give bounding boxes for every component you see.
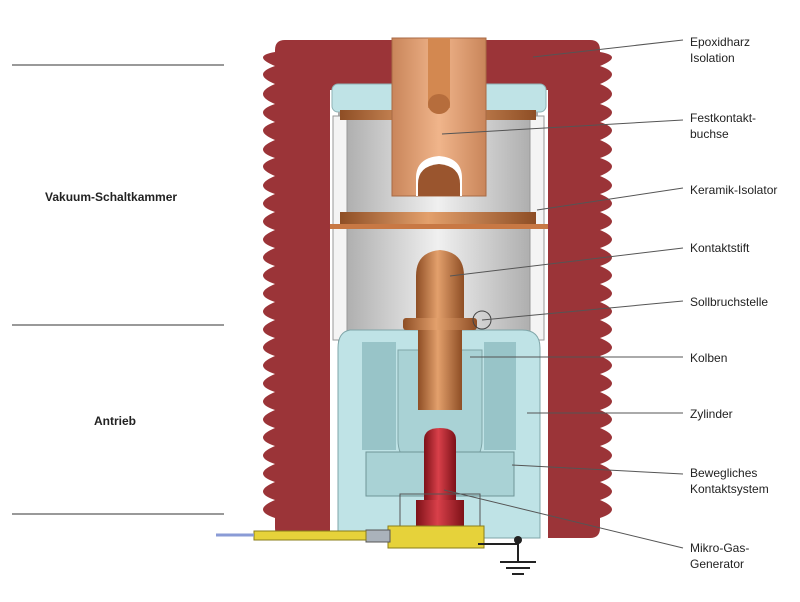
gas-generator-base (416, 500, 464, 526)
label-moving-contact-system: Bewegliches Kontaktsystem (690, 466, 769, 496)
cylinder-inner-right (484, 342, 516, 450)
fixed-contact-bushing (391, 37, 487, 197)
base-plate (387, 525, 485, 549)
leader-contact-pin (449, 247, 684, 277)
fixed-contact-rod-tip (428, 94, 450, 114)
label-micro-gas-generator: Mikro-Gas- Generator (690, 541, 750, 571)
mid-flange (330, 224, 548, 229)
epoxy-housing (263, 40, 612, 538)
fixed-contact-rod (428, 38, 450, 108)
label-epoxy-insulation: Epoxidharz Isolation (690, 35, 751, 65)
leader-epoxy (532, 39, 684, 58)
copper-ring-mid (340, 212, 536, 226)
connector-cable (253, 530, 367, 541)
section-label-vacuum-chamber: Vakuum-Schaltkammer (45, 190, 178, 204)
micro-gas-generator (424, 428, 456, 512)
leader-fixed-contact (441, 119, 684, 135)
connector (365, 529, 391, 543)
leader-ceramic (536, 187, 684, 211)
label-break-point: Sollbruchstelle (690, 295, 769, 309)
ground-symbol-icon (478, 538, 536, 575)
contact-pin (416, 250, 464, 318)
section-label-drive: Antrieb (94, 414, 136, 428)
label-cylinder: Zylinder (690, 407, 733, 421)
label-fixed-contact-bushing: Festkontakt- buchse (690, 111, 757, 141)
leader-break-point (481, 300, 684, 321)
label-piston: Kolben (690, 351, 728, 365)
contact-pin-shaft (418, 330, 462, 410)
label-contact-pin: Kontaktstift (690, 241, 750, 255)
fixed-contact-dome (418, 164, 460, 196)
ground-node (514, 536, 522, 544)
break-point-marker (472, 310, 492, 330)
label-ceramic-insulator: Keramik-Isolator (690, 183, 778, 197)
leader-gas-generator (443, 489, 684, 549)
contact-pin-collar (403, 318, 477, 330)
cylinder-inner-left (362, 342, 396, 450)
leader-moving-contact (511, 464, 684, 475)
